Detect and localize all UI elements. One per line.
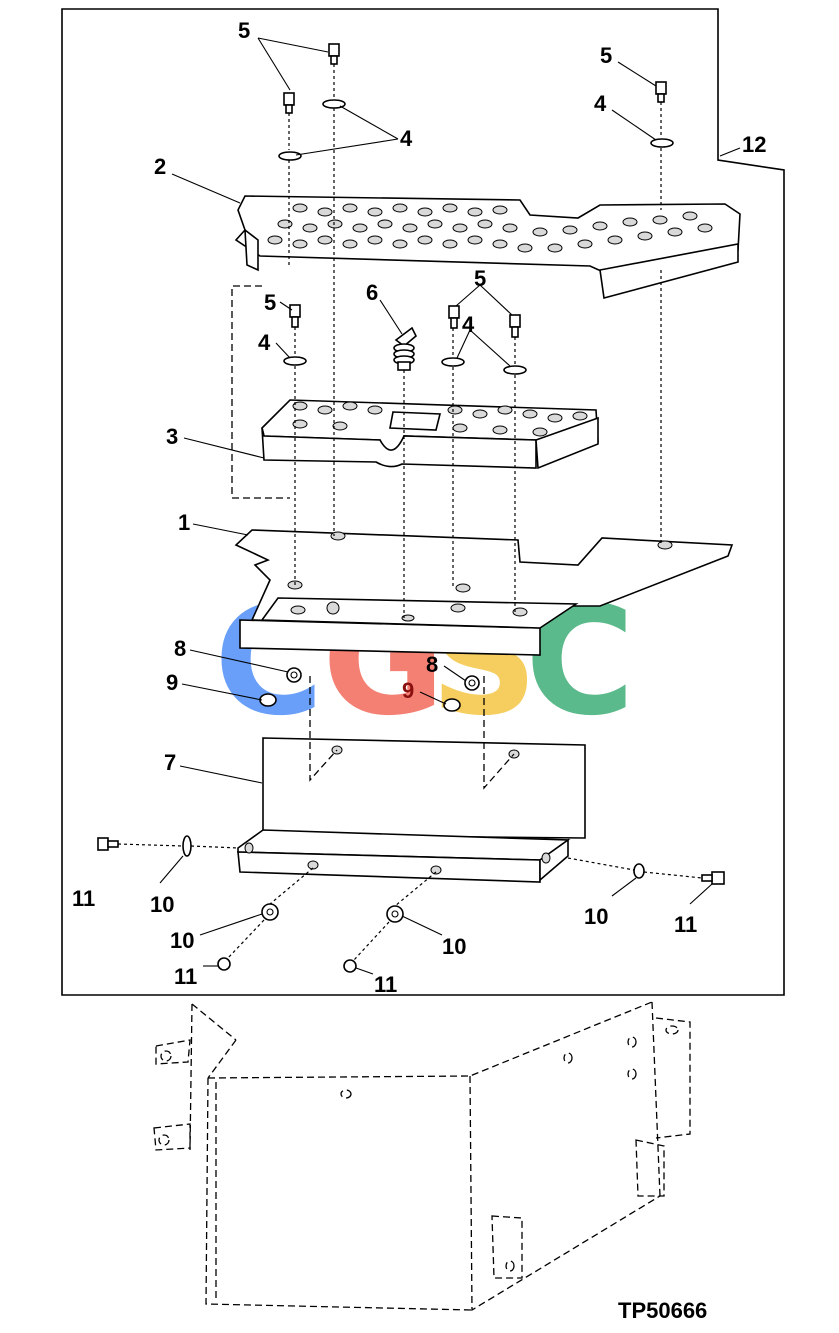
hardware-bolts xyxy=(283,43,667,338)
callout-9: 9 xyxy=(166,670,178,695)
callout-4: 4 xyxy=(400,126,413,151)
callout-8: 8 xyxy=(426,652,438,677)
callout-5: 5 xyxy=(238,18,250,43)
callout-3: 3 xyxy=(166,424,178,449)
callout-10: 10 xyxy=(442,934,466,959)
callout-11: 11 xyxy=(374,972,397,997)
callout-5: 5 xyxy=(474,266,486,291)
callout-7: 7 xyxy=(164,750,176,775)
callout-5: 5 xyxy=(264,290,276,315)
drawing-reference-id: TP50666 xyxy=(618,1298,707,1323)
callout-9: 9 xyxy=(402,678,414,703)
hidden-outline xyxy=(231,285,290,499)
callout-8: 8 xyxy=(174,636,186,661)
callout-10: 10 xyxy=(584,904,608,929)
callout-10: 10 xyxy=(170,928,194,953)
part-2-step-plate xyxy=(234,195,741,300)
plate-perforations xyxy=(267,203,713,253)
diagram-frame xyxy=(61,8,785,996)
callouts: 5 4 5 4 12 2 5 6 5 4 4 3 1 8 9 8 9 7 11 … xyxy=(72,18,766,997)
callout-6: 6 xyxy=(366,280,378,305)
hardware-washers xyxy=(278,99,674,375)
callout-11: 11 xyxy=(72,886,95,911)
callout-2: 2 xyxy=(154,154,166,179)
part-3-inner-step xyxy=(261,399,599,470)
callout-1: 1 xyxy=(178,510,190,535)
callout-12: 12 xyxy=(742,132,766,157)
leader-lines xyxy=(159,37,741,975)
callout-5: 5 xyxy=(600,43,612,68)
callout-4: 4 xyxy=(258,330,271,355)
callout-4: 4 xyxy=(594,91,607,116)
hardware-nuts xyxy=(259,667,480,712)
assembly-centerlines xyxy=(117,64,703,961)
callout-11: 11 xyxy=(674,912,697,937)
hardware-bottom xyxy=(97,835,725,973)
part-6-spring-latch xyxy=(393,326,417,371)
part-7-bracket xyxy=(237,676,586,883)
callout-11: 11 xyxy=(174,964,197,989)
callout-10: 10 xyxy=(150,892,174,917)
phantom-box-assembly xyxy=(153,1001,691,1312)
callout-4: 4 xyxy=(462,312,475,337)
part-1-base-frame xyxy=(234,529,734,656)
